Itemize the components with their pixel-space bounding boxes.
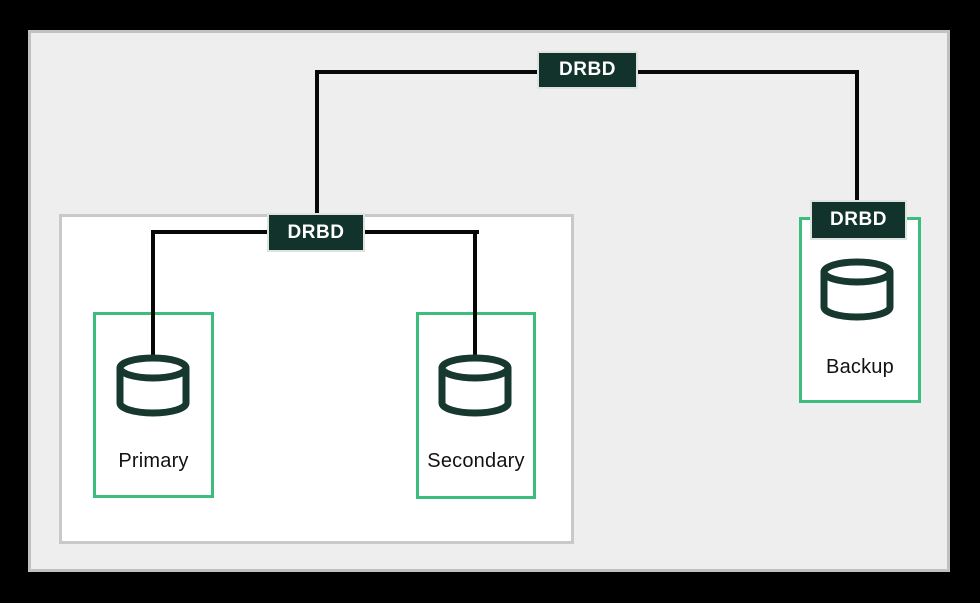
drbd-label-top: DRBD xyxy=(537,51,638,89)
drbd-label-cluster: DRBD xyxy=(267,213,365,252)
database-icon xyxy=(820,258,894,321)
node-backup-label: Backup xyxy=(826,356,894,378)
node-primary-label: Primary xyxy=(118,450,189,472)
connector-top-to-cluster-drbd xyxy=(315,70,319,216)
database-icon xyxy=(116,354,190,417)
connector-drbd-to-primary-horizontal xyxy=(151,230,271,234)
connector-top-to-backup-drbd xyxy=(855,70,859,204)
drbd-label-backup: DRBD xyxy=(810,200,907,240)
drbd-label-top-text: DRBD xyxy=(559,59,616,80)
connector-drbd-to-secondary-vertical xyxy=(473,230,477,368)
drbd-label-cluster-text: DRBD xyxy=(287,221,345,243)
connector-drbd-to-primary-vertical xyxy=(151,230,155,368)
node-secondary-label: Secondary xyxy=(427,450,525,472)
drbd-label-backup-text: DRBD xyxy=(830,209,887,230)
database-icon xyxy=(438,354,512,417)
connector-drbd-to-secondary-horizontal xyxy=(363,230,479,234)
